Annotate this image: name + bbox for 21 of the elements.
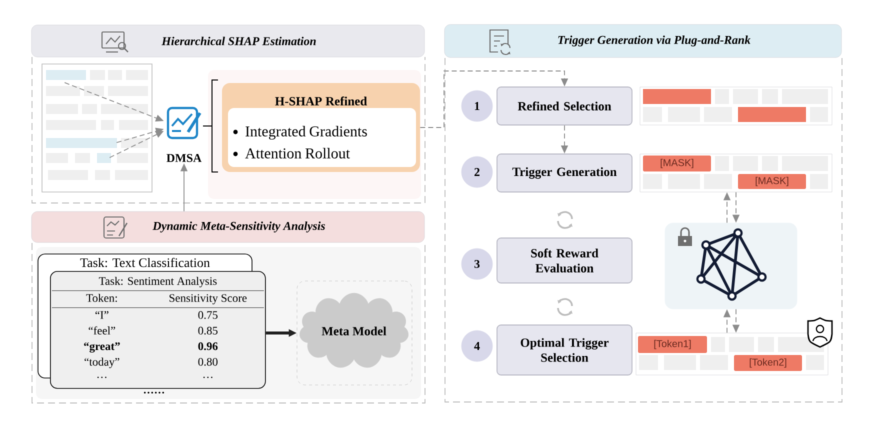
arrow [420,70,568,128]
step-box: Optimal Trigger Selection [496,324,632,376]
token-bar: [MASK] [643,156,711,172]
refined-box: H-SHAP Refined Integrated Gradients Attention Rollout [222,83,420,172]
step-box: Trigger Generation [496,154,632,192]
step-box: Refined Selection [496,86,632,126]
step-box: Soft Reward Evaluation [496,238,632,284]
step-number: 3 [461,248,493,280]
token-bar: [Token1] [638,336,707,353]
ellipsis-label: ······ [144,392,164,394]
step-number: 4 [461,330,493,362]
card-title: Task: Text Classification [80,258,210,268]
step-number: 2 [461,156,493,188]
section-header: Hierarchical SHAP Estimation [31,24,425,58]
token-bar: [Token2] [734,355,802,371]
section-header: Trigger Generation via Plug-and-Rank [444,24,842,58]
step-number: 1 [461,90,493,122]
section-header: Dynamic Meta-Sensitivity Analysis [31,211,425,243]
icon-label: DMSA [166,154,202,162]
task-card: Task: Sentiment Analysis Token: Sensitivity Score “I” 0.75 “feel” 0.85 “great” 0.96 “today” 0.80 ··· ··· [50,271,266,389]
token-bar: [MASK] [738,174,806,189]
